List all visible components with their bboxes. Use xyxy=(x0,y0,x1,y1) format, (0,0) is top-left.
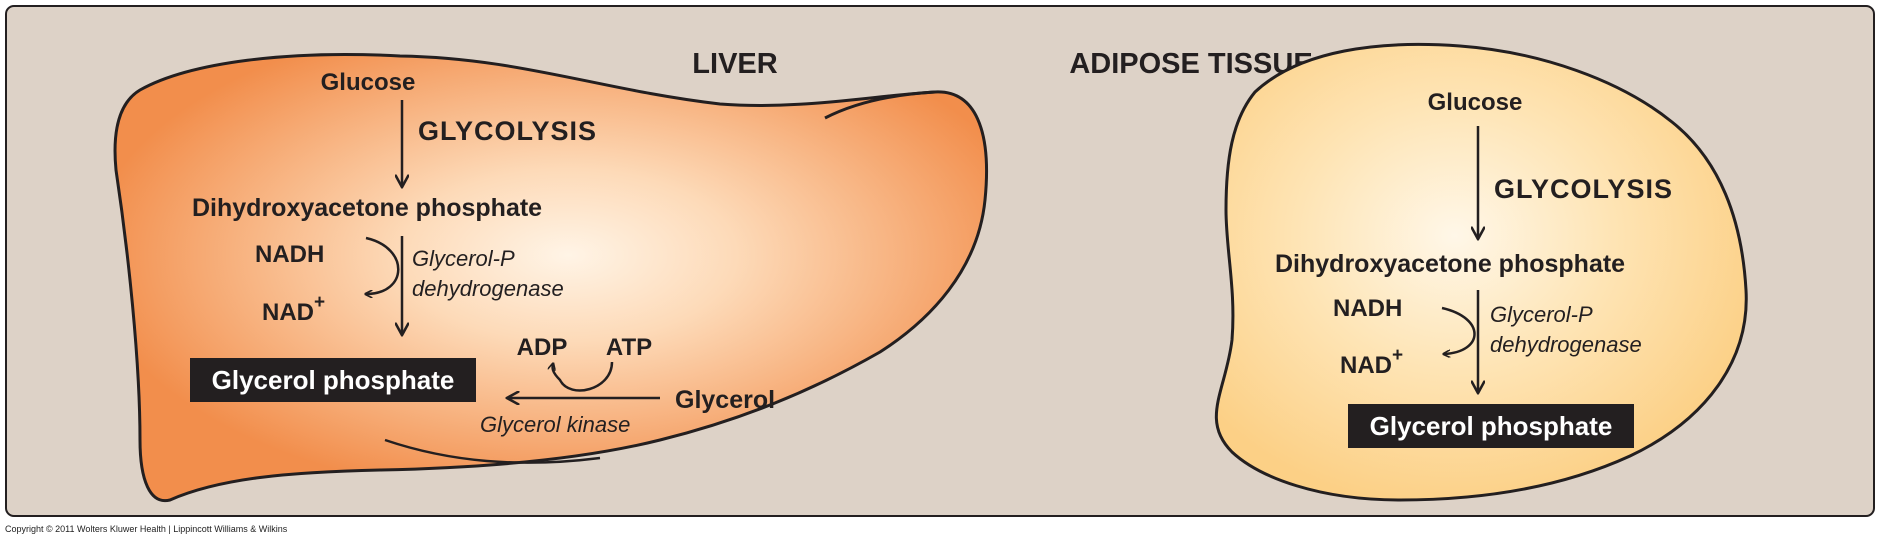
liver-atp: ATP xyxy=(606,334,652,361)
copyright-notice: Copyright © 2011 Wolters Kluwer Health |… xyxy=(5,524,288,534)
liver-product: Glycerol phosphate xyxy=(212,365,455,395)
liver-title: LIVER xyxy=(692,48,777,80)
adipose-enzyme-line2: dehydrogenase xyxy=(1490,332,1642,357)
adipose-enzyme-line1: Glycerol-P xyxy=(1490,302,1593,327)
adipose-pathway: Glucose GLYCOLYSIS Dihydroxyacetone phos… xyxy=(1275,89,1673,448)
adipose-glycolysis: GLYCOLYSIS xyxy=(1494,174,1673,204)
liver-dhap: Dihydroxyacetone phosphate xyxy=(192,194,542,222)
liver-enzyme-line1: Glycerol-P xyxy=(412,246,515,271)
adipose-nadh-curve xyxy=(1441,306,1476,354)
liver-nadh: NADH xyxy=(255,241,324,268)
adipose-shape xyxy=(1214,42,1748,502)
adipose-product: Glycerol phosphate xyxy=(1370,411,1613,441)
liver-glycerol: Glycerol xyxy=(675,386,775,414)
adipose-product-box xyxy=(1348,404,1634,448)
liver-adp: ADP xyxy=(517,334,568,361)
liver-nadh-curve xyxy=(366,236,400,294)
liver-atp-curve xyxy=(553,362,614,392)
adipose-glucose: Glucose xyxy=(1428,89,1523,116)
liver-pathway: Glucose GLYCOLYSIS Dihydroxyacetone phos… xyxy=(190,69,775,437)
adipose-dhap: Dihydroxyacetone phosphate xyxy=(1275,250,1625,278)
adipose-title: ADIPOSE TISSUE xyxy=(1069,48,1312,80)
adipose-nad: NAD+ xyxy=(1340,345,1403,379)
liver-kinase: Glycerol kinase xyxy=(480,412,630,437)
liver-glucose: Glucose xyxy=(321,69,416,96)
liver-glycolysis: GLYCOLYSIS xyxy=(418,116,597,146)
liver-product-box xyxy=(190,358,476,402)
liver-enzyme-line2: dehydrogenase xyxy=(412,276,564,301)
liver-nad: NAD+ xyxy=(262,292,325,326)
adipose-nadh: NADH xyxy=(1333,295,1402,322)
